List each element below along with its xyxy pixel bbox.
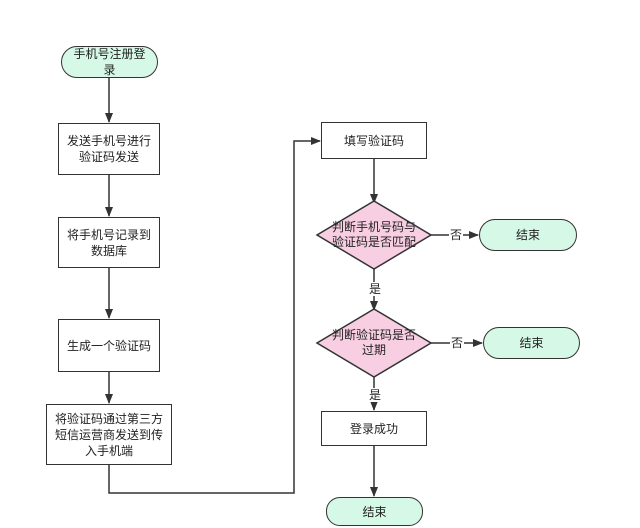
login-success-step: 登录成功 (321, 411, 427, 446)
no-label-expired: 否 (450, 336, 465, 350)
decision-diamond-match (315, 200, 433, 270)
yes-label-match: 是 (368, 282, 383, 296)
send-code-step: 发送手机号进行验证码发送 (58, 123, 160, 175)
check-expired-decision: 判断验证码是否过期 (331, 328, 416, 357)
arrow-sms-to-fill (108, 137, 321, 494)
end-terminal-mismatch: 结束 (479, 219, 577, 251)
check-match-decision: 判断手机号码与验证码是否匹配 (331, 220, 416, 249)
decision-diamond-expired (315, 308, 433, 378)
start-terminal: 手机号注册登录 (61, 46, 158, 78)
end-terminal-final: 结束 (326, 497, 423, 526)
fill-code-step: 填写验证码 (321, 122, 427, 159)
no-label-match: 否 (449, 228, 464, 242)
sms-send-step: 将验证码通过第三方短信运营商发送到传入手机端 (46, 404, 172, 465)
generate-code-step: 生成一个验证码 (58, 319, 160, 372)
record-phone-step: 将手机号记录到数据库 (58, 217, 160, 268)
yes-label-expired: 是 (368, 388, 383, 402)
end-terminal-expired: 结束 (483, 327, 580, 359)
